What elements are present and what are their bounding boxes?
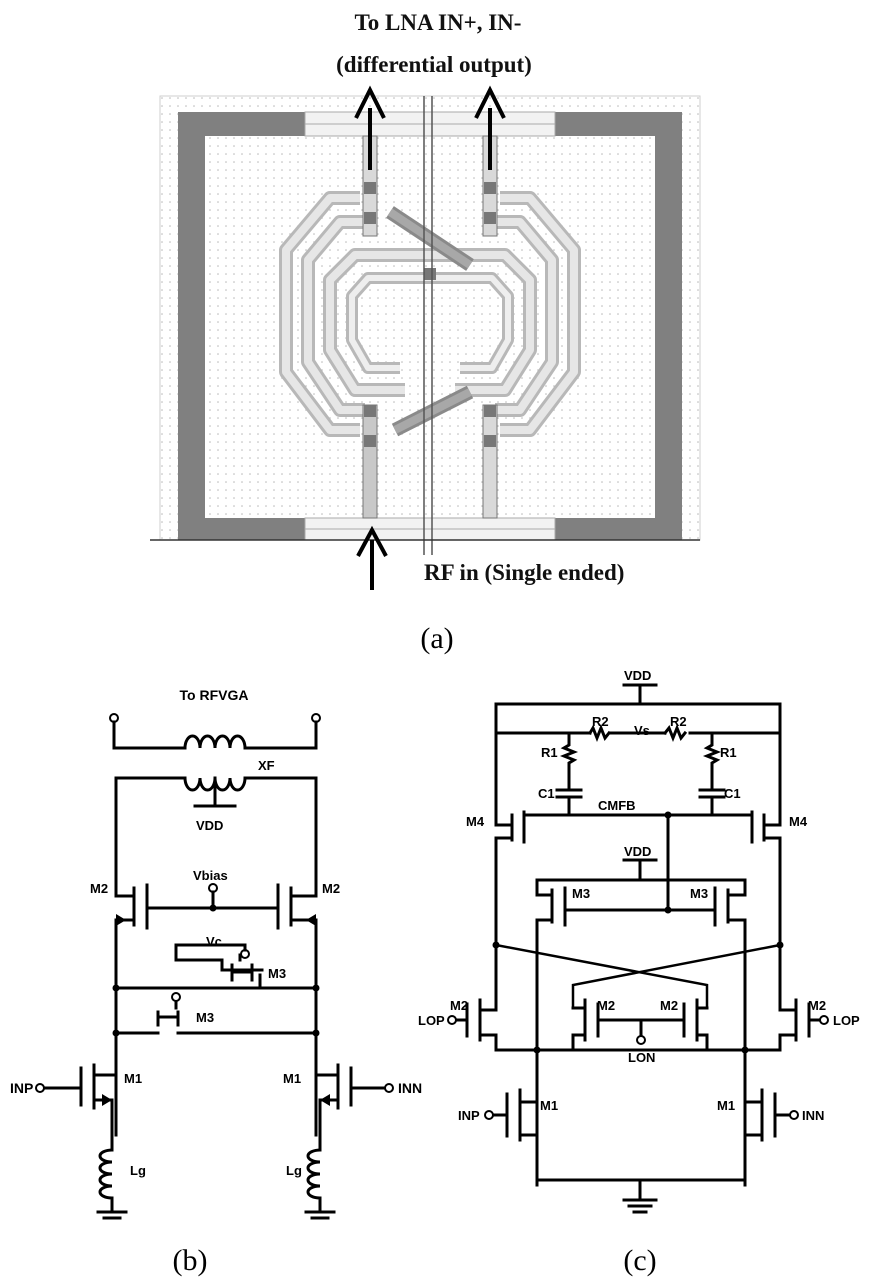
inn-label-c: INN xyxy=(802,1108,824,1123)
lon-label: LON xyxy=(628,1050,655,1065)
vdd-mid-label: VDD xyxy=(624,844,651,859)
cmfb-label: CMFB xyxy=(598,798,636,813)
m3-left-label-c: M3 xyxy=(572,886,590,901)
m3-bottom-label-b: M3 xyxy=(196,1010,214,1025)
m2-outer-left-label: M2 xyxy=(450,998,468,1013)
r2-right-label: R2 xyxy=(670,714,687,729)
caption-c: (c) xyxy=(623,1244,656,1277)
output-arrow-right xyxy=(474,85,506,170)
lop-right-label: LOP xyxy=(833,1013,860,1028)
m2-inner-left-label: M2 xyxy=(597,998,615,1013)
r2-left-label: R2 xyxy=(592,714,609,729)
m3-right-label-c: M3 xyxy=(690,886,708,901)
ground-frame xyxy=(178,111,682,541)
r1-left-label: R1 xyxy=(541,745,558,760)
m1-left-label-c: M1 xyxy=(540,1098,558,1113)
vdd-top-label: VDD xyxy=(624,668,651,683)
c1-left-label: C1 xyxy=(538,786,555,801)
output-arrow-left xyxy=(354,85,386,170)
inp-label-b: INP xyxy=(10,1080,33,1096)
lg-right-label: Lg xyxy=(286,1163,302,1178)
feedlines xyxy=(150,96,700,555)
m4-left-label: M4 xyxy=(466,814,485,829)
to-rfvga-label: To RFVGA xyxy=(180,687,249,703)
inp-label-c: INP xyxy=(458,1108,480,1123)
input-arrow xyxy=(356,525,388,590)
c1-right-label: C1 xyxy=(724,786,741,801)
ground-symbol-c xyxy=(622,1178,658,1214)
caption-a: (a) xyxy=(420,622,453,655)
lg-right-inductor xyxy=(304,1148,336,1220)
m4-right-label: M4 xyxy=(789,814,808,829)
m1-right-label-c: M1 xyxy=(717,1098,735,1113)
output-label-line2: (differential output) xyxy=(336,52,532,77)
panel-b-lna-schematic: To RFVGA XF VDD M2 M2 Vbias V xyxy=(10,687,422,1277)
lg-left-label: Lg xyxy=(130,1163,146,1178)
m1-left-label-b: M1 xyxy=(124,1071,142,1086)
lop-left-label: LOP xyxy=(418,1013,445,1028)
m1-right-label-b: M1 xyxy=(283,1071,301,1086)
m2-outer-right-label: M2 xyxy=(808,998,826,1013)
secondary-coil xyxy=(183,734,247,750)
inn-label-b: INN xyxy=(398,1080,422,1096)
vbias-label: Vbias xyxy=(193,868,228,883)
m2-right-label-b: M2 xyxy=(322,881,340,896)
vc-label: Vc xyxy=(206,934,222,949)
r2-right-resistor xyxy=(662,723,688,743)
m2-inner-right-label: M2 xyxy=(660,998,678,1013)
vdd-label-b: VDD xyxy=(196,818,223,833)
octagonal-coil xyxy=(279,191,581,437)
input-label: RF in (Single ended) xyxy=(424,560,624,585)
panel-c-mixer-schematic: VDD R2 Vs R2 R1 R1 C1 C1 CMFB M4 M4 VDD … xyxy=(418,668,860,1277)
lg-left-inductor xyxy=(96,1148,128,1220)
r1-right-label: R1 xyxy=(720,745,737,760)
m2-left-label-b: M2 xyxy=(90,881,108,896)
r1-c1-right xyxy=(698,731,726,817)
caption-b: (b) xyxy=(173,1244,208,1277)
xf-label: XF xyxy=(258,758,275,773)
vs-label: Vs xyxy=(634,723,650,738)
layout-grid xyxy=(159,95,701,541)
m3-top-label-b: M3 xyxy=(268,966,286,981)
r1-c1-left xyxy=(555,731,583,817)
r2-left-resistor xyxy=(587,723,612,743)
output-label-line1: To LNA IN+, IN- xyxy=(355,10,522,35)
panel-a-balun-layout: To LNA IN+, IN- (differential output) RF… xyxy=(150,10,701,655)
